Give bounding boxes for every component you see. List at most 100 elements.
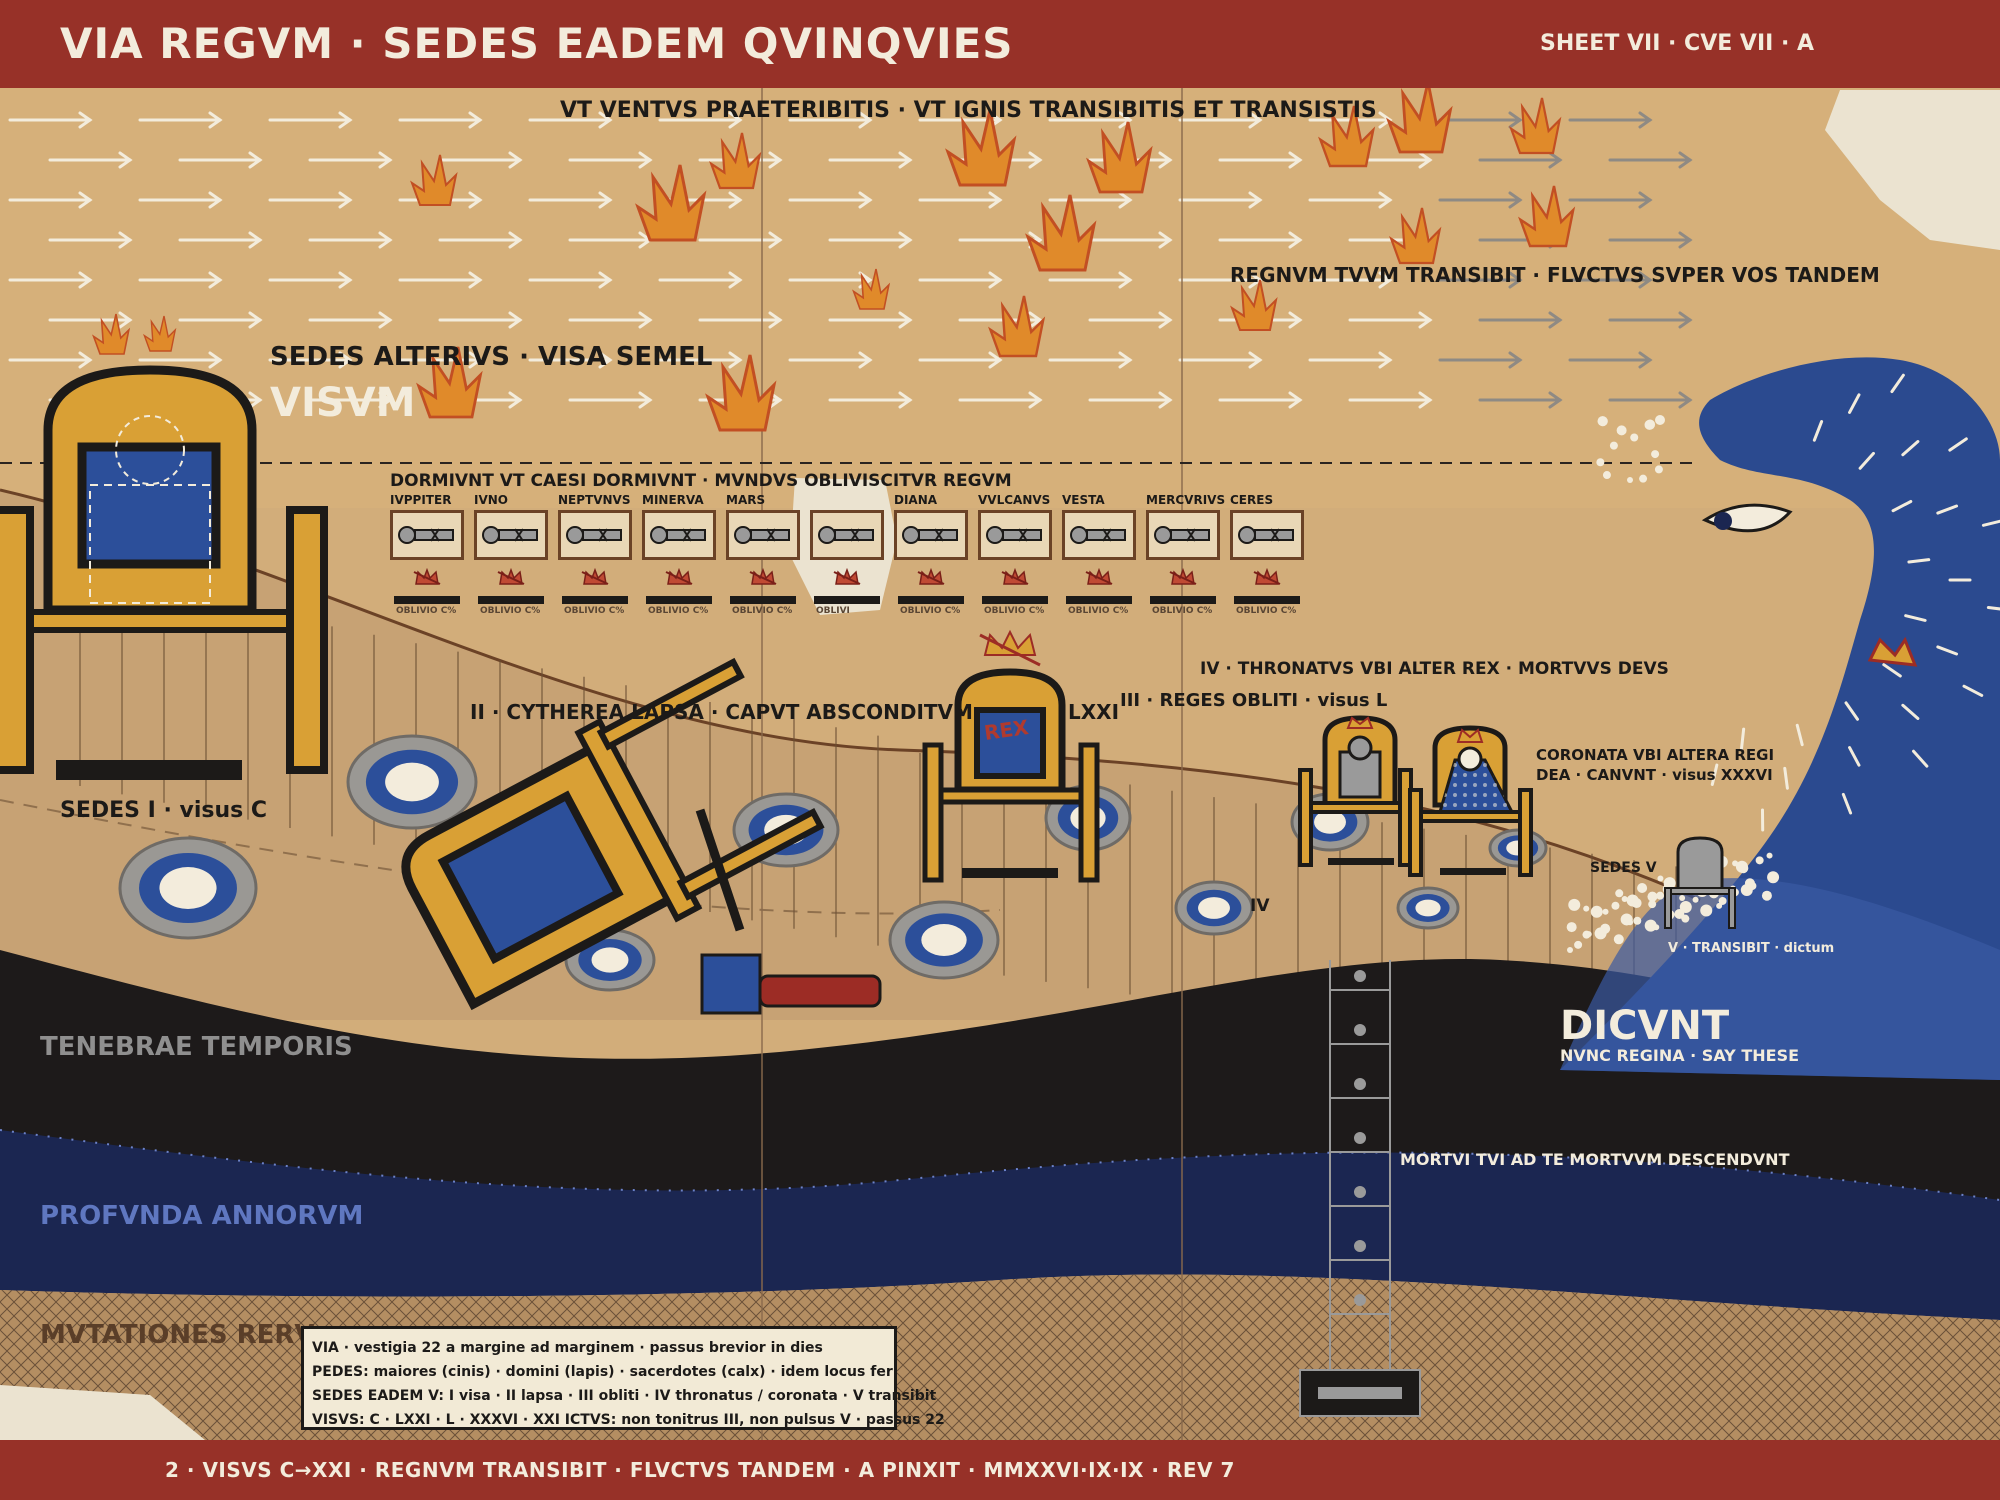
crossed-crown-icon	[832, 567, 862, 586]
wind-arrow	[398, 271, 483, 289]
wind-arrow	[178, 311, 263, 329]
god-name: MERCVRIVS	[1146, 493, 1226, 507]
wind-caption: VT VENTVS PRAETERIBITIS · VT IGNIS TRANS…	[560, 98, 1377, 123]
wind-arrow	[268, 271, 353, 289]
wind-arrow	[658, 111, 743, 129]
wind-arrow	[528, 191, 613, 209]
oblivion-bar	[1150, 596, 1216, 604]
wind-arrow	[1478, 151, 1563, 169]
sheet-title: VIA REGVM · SEDES EADEM QVINQVIES	[60, 19, 1014, 68]
wind-arrow	[1218, 391, 1303, 409]
wind-arrow	[918, 191, 1003, 209]
crossed-crown-icon	[1000, 567, 1030, 586]
flame	[1086, 121, 1153, 194]
god-frame	[978, 510, 1052, 560]
oblivion-bar	[394, 596, 460, 604]
god-frame	[558, 510, 632, 560]
wind-arrow	[698, 231, 783, 249]
flame	[945, 109, 1017, 187]
flame	[1230, 279, 1278, 331]
god-name: VVLCANVS	[978, 493, 1051, 507]
flame	[1509, 97, 1562, 155]
flame	[1318, 105, 1376, 168]
crossed-crown-icon	[1168, 567, 1198, 586]
wind-arrow	[528, 111, 613, 129]
wind-arrow	[1348, 311, 1433, 329]
wind-arrow	[1568, 191, 1653, 209]
throne-four-crowned	[1346, 716, 1533, 877]
flame	[1386, 81, 1453, 154]
wind-arrow	[1608, 231, 1693, 249]
footer-banner: 2 · VISVS C→XXI · REGNVM TRANSIBIT · FLV…	[0, 1440, 2000, 1500]
flame	[410, 154, 458, 206]
wind-arrow	[138, 111, 223, 129]
wind-arrow	[1048, 351, 1133, 369]
flame	[1025, 194, 1097, 272]
stratum-dark-label: TENEBRAE TEMPORIS	[40, 1032, 353, 1062]
god-frame	[1230, 510, 1304, 560]
rock-pool	[888, 900, 1000, 980]
flame	[635, 164, 707, 242]
sheet-code: SHEET VII · CVE VII · A	[1540, 31, 1815, 56]
wind-arrow	[438, 231, 523, 249]
god-name: MINERVA	[642, 493, 704, 507]
wind-arrow	[828, 151, 913, 169]
flame	[92, 313, 131, 355]
seat-two-count: LXXI	[1068, 700, 1120, 724]
oblivion-label: OBLIVIO C%	[480, 606, 541, 616]
oblivion-label: OBLIVIO C%	[1152, 606, 1213, 616]
god-frame	[1062, 510, 1136, 560]
stratum-base-label: MVTATIONES RERV	[40, 1320, 315, 1350]
wind-arrow	[828, 231, 913, 249]
wind-arrow	[178, 231, 263, 249]
wind-arrow	[178, 151, 263, 169]
flame	[143, 315, 177, 352]
seat-four-short: IV	[1250, 896, 1270, 916]
wind-arrow	[1608, 311, 1693, 329]
flame	[705, 354, 777, 432]
wind-arrow	[698, 311, 783, 329]
wind-arrow	[1088, 231, 1173, 249]
oblivion-bar	[646, 596, 712, 604]
crown-in-wave	[1867, 636, 1918, 667]
wind-arrow	[788, 351, 873, 369]
wind-arrow	[268, 191, 353, 209]
wind-arrow	[8, 191, 93, 209]
oblivion-label: OBLIVIO C%	[648, 606, 709, 616]
throne-one	[0, 365, 328, 780]
crossed-crown-icon	[412, 567, 442, 586]
god-frame	[810, 510, 884, 560]
wind-arrow	[268, 351, 353, 369]
oblivion-label: OBLIVIO C%	[732, 606, 793, 616]
wind-arrow	[308, 391, 393, 409]
descend-caption: MORTVI TVI AD TE MORTVVM DESCENDVNT	[1400, 1150, 1790, 1169]
oblivion-label: OBLIVIO C%	[564, 606, 625, 616]
wind-arrow	[1178, 111, 1263, 129]
wind-arrow	[1308, 191, 1393, 209]
seat-one-label: SEDES I · visus C	[60, 798, 268, 823]
crowned-line-1: CORONATA VBI ALTERA REGI	[1536, 746, 1775, 764]
oblivion-bar	[898, 596, 964, 604]
god-name: IVPPITER	[390, 493, 452, 507]
wind-arrow	[568, 391, 653, 409]
wind-arrow	[308, 151, 393, 169]
wind-arrow	[568, 311, 653, 329]
throne-three	[1298, 715, 1413, 867]
wind-arrow	[828, 311, 913, 329]
flame	[988, 295, 1046, 358]
flame-shapes	[92, 81, 1576, 432]
wind-arrow	[48, 231, 133, 249]
wind-arrow	[528, 271, 613, 289]
seat-five-note: V · TRANSIBIT · dictum	[1668, 941, 1835, 956]
wind-arrow	[1048, 111, 1133, 129]
throne-rex	[922, 629, 1100, 883]
wind-arrow	[138, 271, 223, 289]
wind-arrow	[398, 351, 483, 369]
wind-arrow	[138, 351, 223, 369]
wind-arrow	[438, 151, 523, 169]
sky-band	[0, 88, 2000, 508]
throne-five-ghost	[1664, 836, 1736, 929]
wind-arrow	[308, 311, 393, 329]
oblivion-bar	[730, 596, 796, 604]
